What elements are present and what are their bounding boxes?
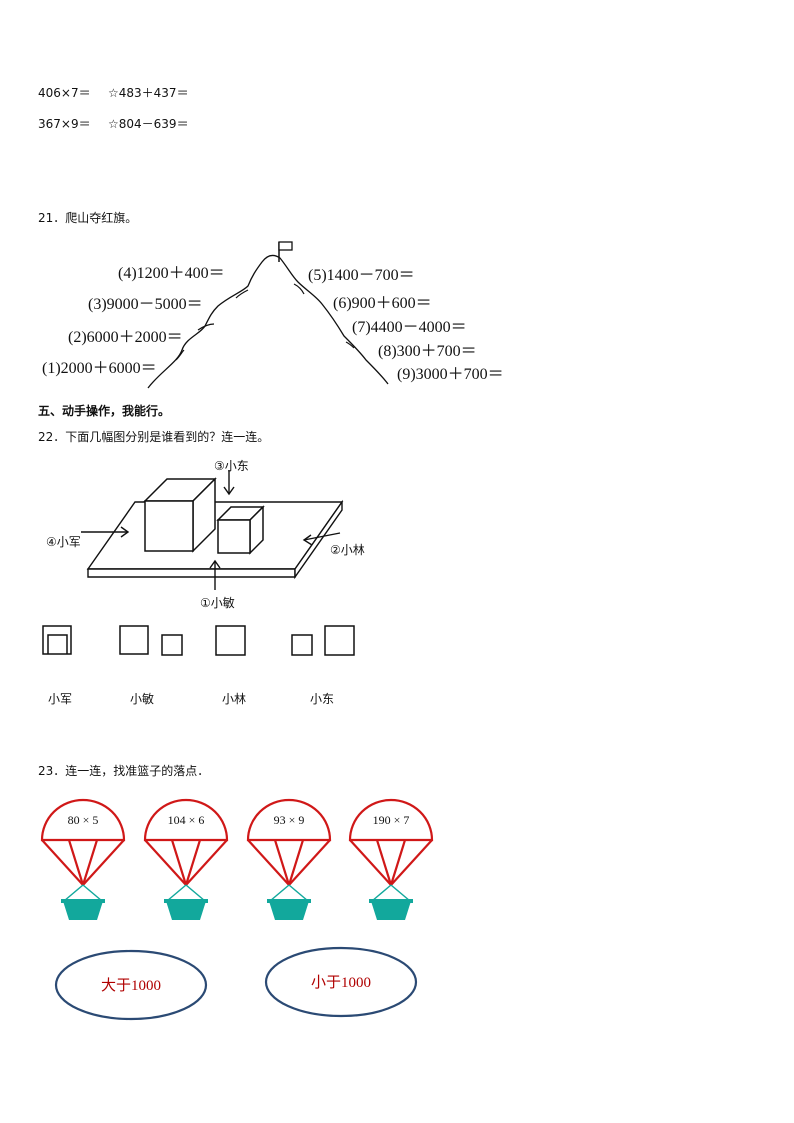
- q21-item-2: (2)6000＋2000＝: [68, 329, 183, 346]
- arith-804minus639: ☆804－639＝: [108, 117, 189, 131]
- parachute-label-4: 190 × 7: [372, 813, 410, 827]
- board-side: [294, 499, 343, 580]
- view-option-4: [291, 625, 355, 656]
- name-xiaolin: 小林: [222, 692, 247, 706]
- flag-icon: [278, 241, 293, 251]
- arith-367x9: 367×9＝: [38, 117, 91, 131]
- target-ellipse-greater: [54, 949, 208, 1021]
- parachute-label-2: 104 × 6: [167, 813, 205, 827]
- observer-xiaomin: ①小敏: [200, 596, 235, 610]
- view-option-3: [215, 625, 246, 656]
- q22-title: 22．下面几幅图分别是谁看到的？连一连。: [38, 430, 270, 444]
- q21-item-5: (5)1400－700＝: [308, 267, 415, 284]
- q21-item-4: (4)1200＋400＝: [118, 265, 225, 282]
- name-xiaodong: 小东: [310, 692, 335, 706]
- target-label-greater: 大于1000: [100, 978, 161, 994]
- q21-title: 21．爬山夺红旗。: [38, 211, 138, 225]
- q21-item-3: (3)9000－5000＝: [88, 296, 203, 313]
- parachute-label-1: 80 × 5: [67, 813, 99, 827]
- q21-item-8: (8)300＋700＝: [378, 343, 477, 360]
- name-xiaojun: 小军: [48, 692, 73, 706]
- q21-item-1: (1)2000＋6000＝: [42, 360, 157, 377]
- observer-xiaojun: ④小军: [46, 535, 81, 549]
- view-option-1: [42, 625, 72, 655]
- arrow-right: [302, 532, 341, 546]
- q21-item-9: (9)3000＋700＝: [397, 366, 504, 383]
- q21-item-6: (6)900＋600＝: [333, 295, 432, 312]
- parachute-label-3: 93 × 9: [273, 813, 305, 827]
- arith-406x7: 406×7＝: [38, 86, 91, 100]
- q23-title: 23．连一连，找准篮子的落点．: [38, 764, 210, 778]
- arrow-top: [223, 470, 235, 496]
- arrow-bottom: [209, 559, 221, 590]
- target-label-less: 小于1000: [310, 975, 371, 991]
- observer-xiaolin: ②小林: [330, 543, 365, 557]
- view-option-2: [119, 625, 183, 656]
- small-cube: [216, 505, 265, 555]
- large-cube: [143, 477, 217, 553]
- section-5-title: 五、动手操作，我能行。: [38, 404, 171, 418]
- q21-item-7: (7)4400－4000＝: [352, 319, 467, 336]
- arrow-left: [81, 526, 130, 538]
- observer-xiaodong: ③小东: [214, 459, 249, 473]
- name-xiaomin: 小敏: [130, 692, 155, 706]
- arith-483plus437: ☆483＋437＝: [108, 86, 189, 100]
- target-ellipse-less: [264, 946, 418, 1018]
